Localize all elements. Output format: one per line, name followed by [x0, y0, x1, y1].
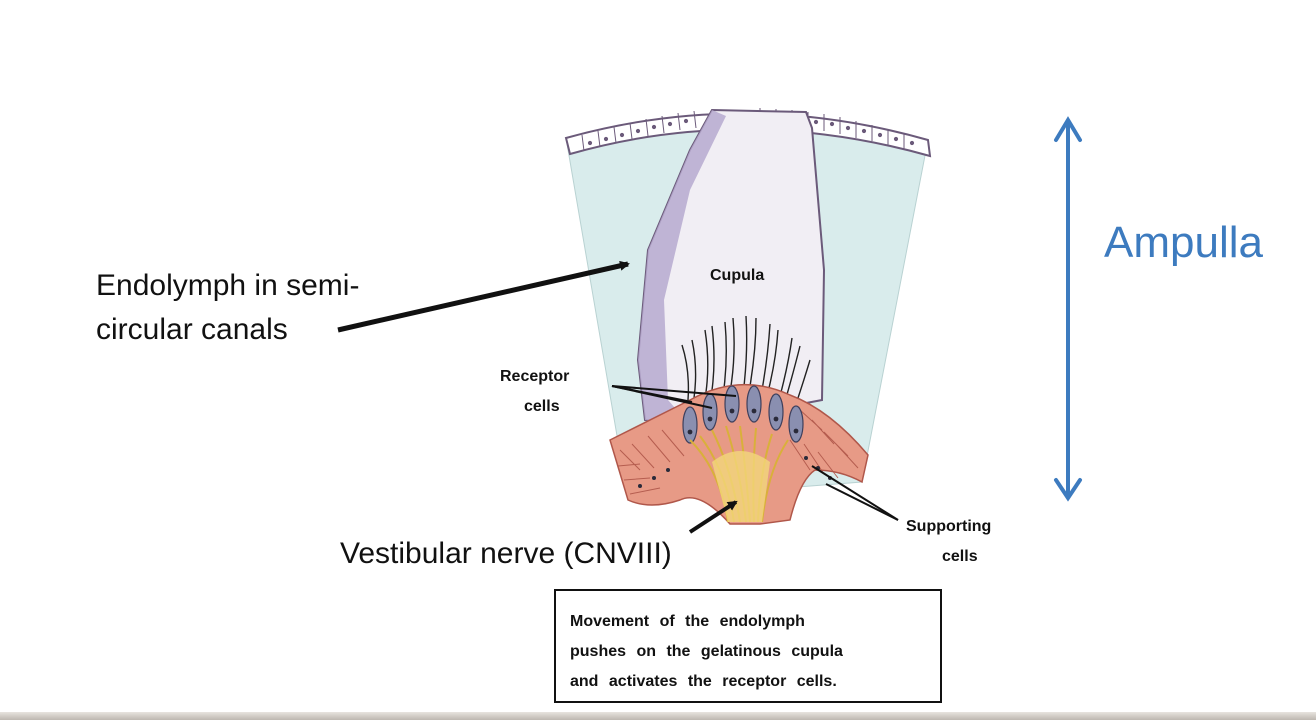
vestibular-nerve-label: Vestibular nerve (CNVIII) — [340, 537, 672, 570]
nerve-arrow — [688, 500, 738, 534]
supporting-cells-label-line2: cells — [942, 548, 978, 565]
cupula-label: Cupula — [710, 267, 765, 284]
supporting-cells-label-line1: Supporting — [906, 518, 992, 535]
receptor-cells-label-line2: cells — [524, 398, 560, 415]
endolymph-label-line1: Endolymph in semi- — [96, 269, 360, 302]
supporting-leaders — [811, 465, 899, 521]
nerve-fill — [712, 451, 770, 522]
caption-box: Movement of the endolymph pushes on the … — [554, 589, 942, 703]
tissue-cell-texture — [617, 409, 859, 495]
endolymph-label-line2: circular canals — [96, 313, 288, 346]
cupula-shadow-edge — [638, 110, 726, 425]
canal-epithelium — [564, 112, 932, 158]
receptor-leaders — [611, 385, 737, 409]
endolymph-arrow — [337, 260, 630, 333]
bottom-edge-strip — [0, 712, 1316, 720]
ampulla-double-arrow — [1054, 116, 1082, 502]
receptor-cells — [682, 385, 804, 444]
caption-line-1: Movement of the endolymph — [570, 613, 805, 630]
caption-line-2: pushes on the gelatinous cupula — [570, 643, 843, 660]
receptor-nuclei — [687, 408, 799, 435]
caption-line-3: and activates the receptor cells. — [570, 673, 837, 690]
ampulla-label: Ampulla — [1104, 218, 1263, 267]
receptor-cells-label-line1: Receptor — [500, 368, 570, 385]
